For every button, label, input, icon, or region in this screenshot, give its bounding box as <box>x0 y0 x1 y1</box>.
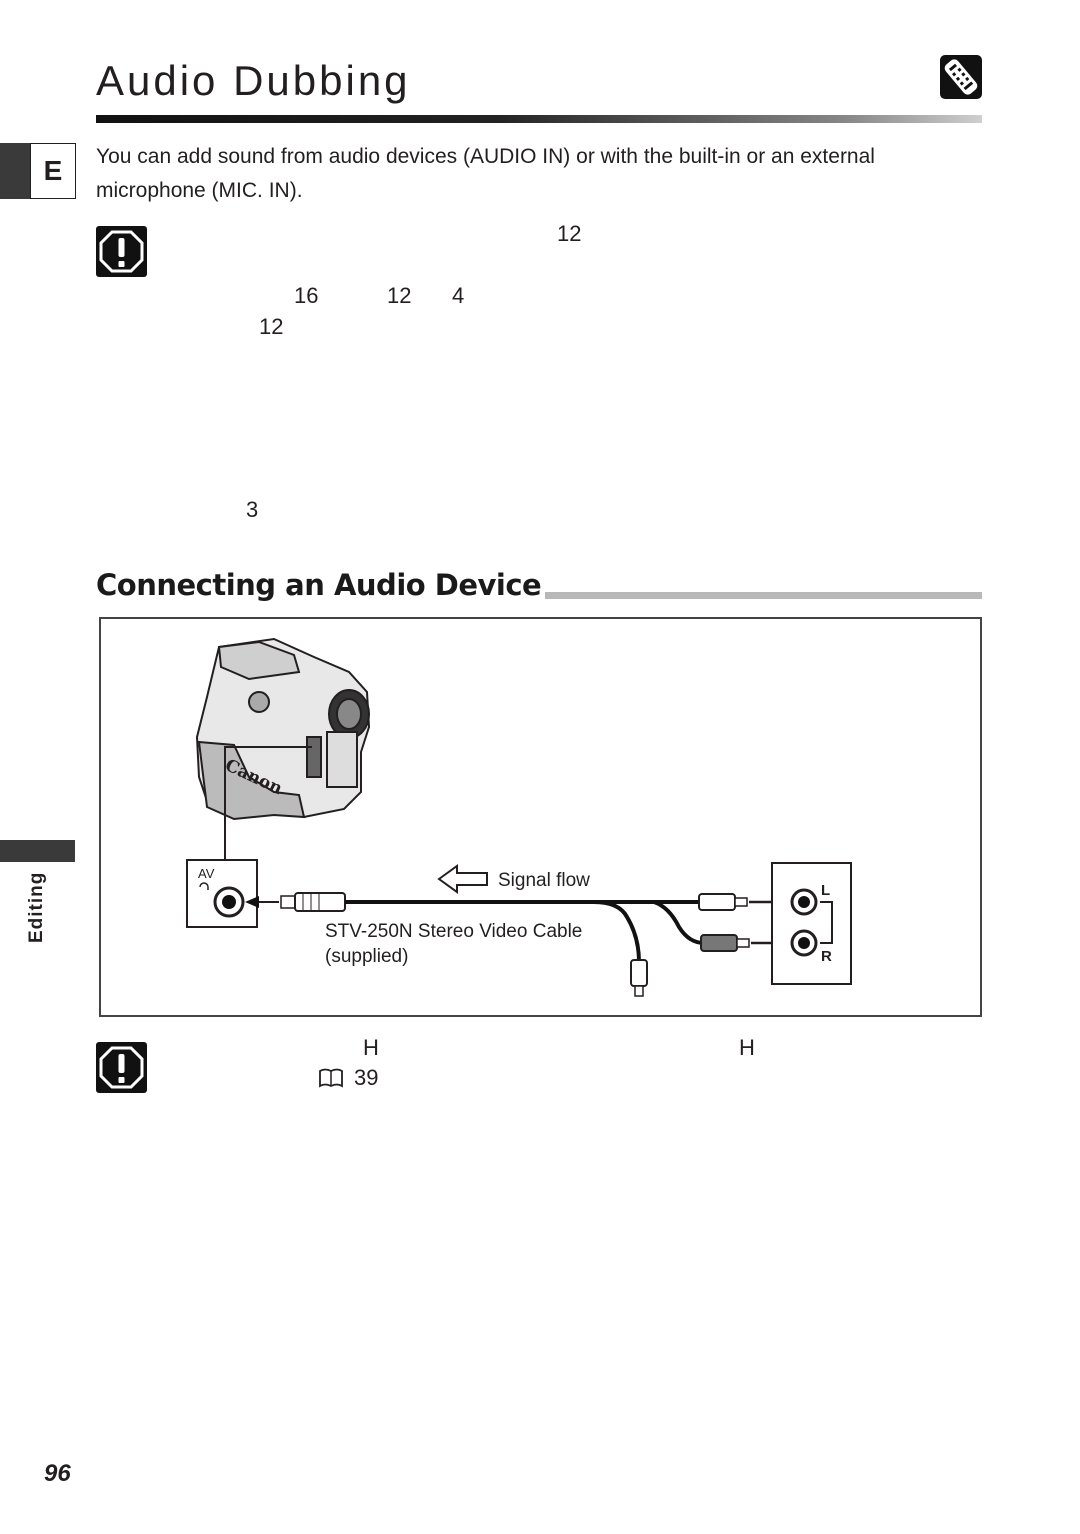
page-reference: 39 <box>354 1065 379 1090</box>
page-title: Audio Dubbing <box>96 57 411 104</box>
caution-icon <box>96 226 147 277</box>
page-number: 96 <box>44 1460 71 1487</box>
language-tab-letter: E <box>30 143 76 199</box>
section-heading: Connecting an Audio Device <box>96 568 546 602</box>
av-jack-label: AV <box>198 866 215 881</box>
note-letter: H <box>363 1035 379 1060</box>
note-letter: H <box>739 1035 755 1060</box>
caution-number: 3 <box>246 497 259 522</box>
connection-diagram-drawing: Canon <box>186 637 852 997</box>
signal-flow-label: Signal flow <box>498 870 590 891</box>
right-channel-label: R <box>821 948 832 965</box>
caution-number: 12 <box>259 314 284 339</box>
caution-icon <box>96 1042 147 1093</box>
chapter-marker <box>0 840 75 862</box>
book-reference-icon <box>318 1067 344 1089</box>
language-tab: E <box>0 143 76 199</box>
left-channel-label: L <box>821 882 831 899</box>
caution-number: 4 <box>452 283 465 308</box>
caution-number: 16 <box>294 283 319 308</box>
cable-name-label: STV-250N Stereo Video Cable <box>325 921 583 942</box>
intro-paragraph: You can add sound from audio devices (AU… <box>96 145 875 202</box>
connection-diagram <box>99 617 982 1017</box>
camcorder-illustration: Canon <box>195 637 371 821</box>
cable-note-label: (supplied) <box>325 946 409 967</box>
chapter-label: Editing <box>26 871 47 943</box>
caution-number: 12 <box>557 221 582 246</box>
caution-number: 12 <box>387 283 412 308</box>
title-underline <box>96 115 982 123</box>
remote-control-icon <box>940 55 982 99</box>
